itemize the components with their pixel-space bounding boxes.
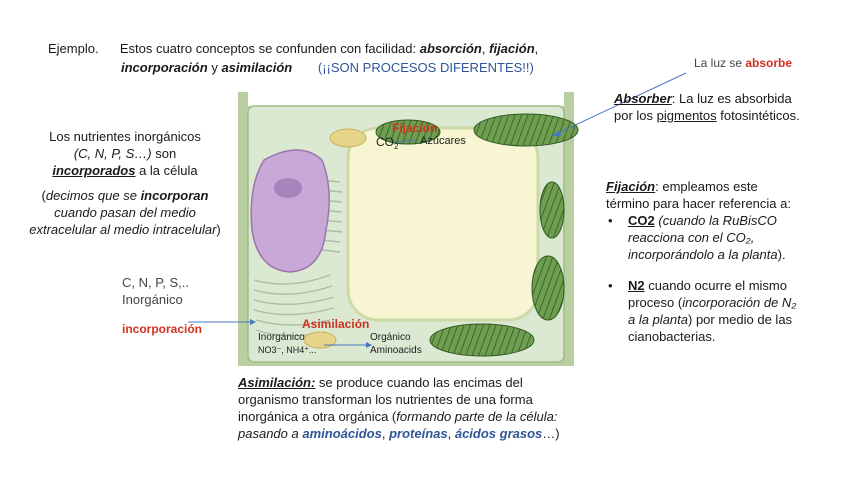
fijacion-item-n2: N2 cuando ocurre el mismo proceso (incor… xyxy=(606,277,842,345)
fijacion-n2-line-2a: proceso ( xyxy=(628,295,682,310)
paren: ) xyxy=(216,222,220,237)
fijacion-text-1: : empleamos este xyxy=(655,179,758,194)
cnps-line-2: Inorgánico xyxy=(122,291,189,308)
absorber-text-2b: fotosintéticos. xyxy=(720,108,800,123)
fijacion-n2-term: N2 xyxy=(628,278,645,293)
fijacion-co2-line-2: reacciona con el CO₂, xyxy=(628,230,754,245)
note-line-3: extracelular al medio intracelular xyxy=(29,222,216,237)
nutrients-elements: (C, N, P, S…) xyxy=(74,146,152,161)
absorber-term: Absorber xyxy=(614,91,672,106)
arrow-head xyxy=(250,319,256,325)
fijacion-block: Fijación: empleamos este término para ha… xyxy=(606,178,842,345)
asimilacion-term: Asimilación: xyxy=(238,375,315,390)
fijacion-list: CO2 (cuando la RuBisCO reacciona con el … xyxy=(606,212,842,345)
absorber-text-2a: por los xyxy=(614,108,653,123)
asimilacion-line-4a: pasando a xyxy=(238,426,299,441)
asimilacion-line-1: se produce cuando las encimas del xyxy=(319,375,523,390)
cnps-line-1: C, N, P, S,.. xyxy=(122,274,189,291)
nutrients-block: Los nutrientes inorgánicos (C, N, P, S…)… xyxy=(10,128,240,238)
fijacion-n2-line-3i: a la planta xyxy=(628,312,688,327)
asimilacion-line-3a: inorgánica a otra orgánica ( xyxy=(238,409,396,424)
asimilacion-block: Asimilación: se produce cuando las encim… xyxy=(238,374,618,442)
absorber-block: Absorber: La luz es absorbida por los pi… xyxy=(614,90,800,124)
fijacion-n2-line-4: cianobacterias. xyxy=(628,329,715,344)
nutrients-incorporated: incorporados xyxy=(52,163,135,178)
asimilacion-proteinas: proteínas xyxy=(389,426,448,441)
fijacion-n2-line-2i: incorporación de N₂ xyxy=(682,295,796,310)
asimilacion-acidos-grasos: ácidos grasos xyxy=(455,426,542,441)
comma: , xyxy=(382,426,386,441)
note-a: decimos que se xyxy=(46,188,137,203)
fijacion-co2-line-3: incorporándolo a la planta xyxy=(628,247,778,262)
cnps-block: C, N, P, S,.. Inorgánico xyxy=(122,274,189,308)
asimilacion-line-2: organismo transforman los nutrientes de … xyxy=(238,391,618,408)
note-line-2: cuando pasan del medio xyxy=(10,204,240,221)
fijacion-item-co2: CO2 (cuando la RuBisCO reacciona con el … xyxy=(606,212,842,263)
nutrients-line-1: Los nutrientes inorgánicos xyxy=(10,128,240,145)
fijacion-co2-line-1: (cuando la RuBisCO xyxy=(658,213,777,228)
asimilacion-end: …) xyxy=(542,426,559,441)
incorporacion-label: incorporación xyxy=(122,321,202,338)
comma: , xyxy=(448,426,452,441)
fijacion-n2-line-3b: ) por medio de las xyxy=(688,312,792,327)
arrow-head xyxy=(552,130,561,136)
absorber-pigments: pigmentos xyxy=(657,108,717,123)
fijacion-text-2: término para hacer referencia a: xyxy=(606,195,842,212)
fijacion-n2-line-1: cuando ocurre el mismo xyxy=(648,278,787,293)
fijacion-term: Fijación xyxy=(606,179,655,194)
fijacion-co2-term: CO2 xyxy=(628,213,655,228)
asimilacion-aminoacidos: aminoácidos xyxy=(302,426,381,441)
nutrients-line-3: a la célula xyxy=(139,163,198,178)
nutrients-son: son xyxy=(155,146,176,161)
asimilacion-line-3i: formando parte de la célula: xyxy=(396,409,557,424)
note-word: incorporan xyxy=(141,188,209,203)
absorber-text-1: : La luz es absorbida xyxy=(672,91,792,106)
fijacion-co2-end: ). xyxy=(778,247,786,262)
